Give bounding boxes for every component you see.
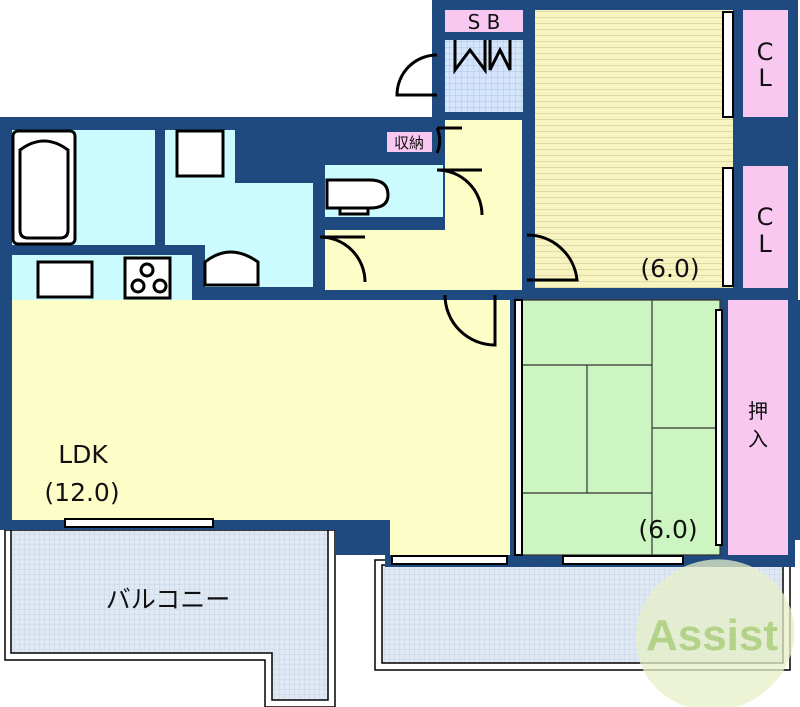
closet-2-label-l: L [758,230,772,258]
stove-icon [123,256,172,300]
tatami-lines [521,299,721,556]
assist-logo: Assist [635,559,795,707]
shoe-box [445,10,523,32]
washbasin-icon [203,250,260,287]
shoe-box-label: S B [468,10,501,34]
japanese-room-size: (6.0) [638,515,697,544]
oshiire-label-bottom: 入 [748,427,768,451]
closet-1 [743,10,788,117]
assist-logo-text: Assist [646,611,778,660]
oshiire-label-top: 押 [748,399,768,423]
ldk-room [12,300,510,555]
balcony-left [4,529,336,707]
closet-2-label-c: C [757,203,774,231]
storage-label: 収納 [394,134,424,152]
storage-label-bg [387,132,432,152]
ldk-size: (12.0) [44,478,119,507]
closet-2 [743,166,788,288]
toilet-icon [325,178,390,216]
doors [319,40,579,347]
western-room-size: (6.0) [640,254,699,283]
closet-1-label-c: C [757,38,774,66]
washing-machine-icon [175,129,225,178]
western-room [535,10,733,288]
ldk-label: LDK [58,440,108,469]
balcony-label: バルコニー [106,585,231,614]
oshiire [728,300,788,555]
hallway [325,120,522,290]
windows [64,11,734,565]
bathtub-icon [11,129,77,246]
sink-icon [36,260,94,299]
closet-1-label-l: L [758,64,772,92]
